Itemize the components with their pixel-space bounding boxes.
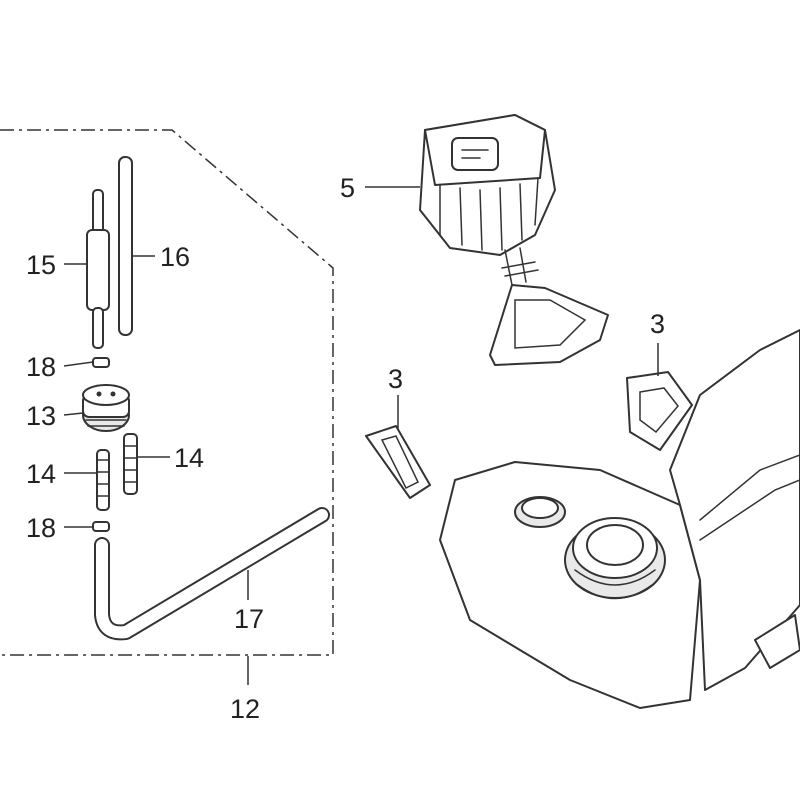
callout-14-right: 14 (174, 443, 204, 473)
callout-14-left: 14 (26, 459, 56, 489)
callout-18-bottom: 18 (26, 513, 56, 543)
callout-12: 12 (230, 694, 260, 724)
callout-3-top-right: 3 (650, 309, 665, 339)
callout-13: 13 (26, 401, 56, 431)
fuel-tank-body (439, 329, 800, 709)
part-14-fitting-left[interactable] (96, 449, 110, 511)
callout-16: 16 (160, 242, 190, 272)
callout-3-middle: 3 (388, 364, 403, 394)
assembly-boundary (0, 129, 334, 656)
part-16-fuel-line[interactable] (118, 156, 133, 336)
leader-lines (63, 186, 659, 685)
part-5-fuel-cap[interactable] (419, 114, 609, 366)
callout-17: 17 (234, 604, 264, 634)
part-13-grommet[interactable] (82, 384, 130, 432)
part-18-clip-top[interactable] (92, 357, 110, 368)
callout-labels: 15 16 18 13 14 14 18 17 12 5 3 3 (26, 173, 665, 724)
part-3-grommet-top-right[interactable] (626, 371, 693, 451)
part-3-grommet-middle[interactable] (365, 425, 431, 499)
callout-18-top: 18 (26, 352, 56, 382)
part-14-fitting-right[interactable] (123, 433, 138, 495)
callout-5: 5 (340, 173, 355, 203)
part-17-pickup-tube[interactable] (94, 507, 330, 641)
part-15-fuel-filter[interactable] (86, 189, 110, 349)
callout-15: 15 (26, 250, 56, 280)
part-18-clip-bottom[interactable] (92, 521, 110, 532)
